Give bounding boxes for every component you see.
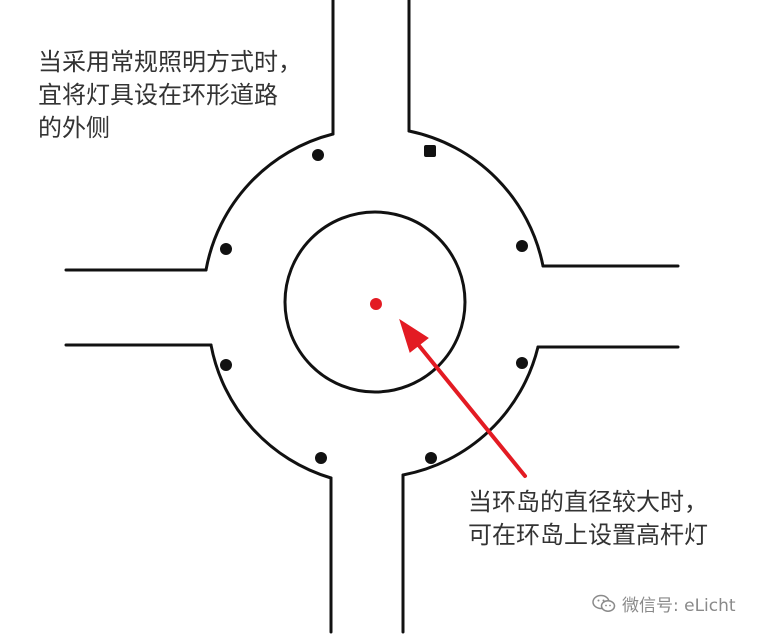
pointer-arrow (399, 318, 527, 478)
lamp-w-upper (220, 243, 232, 255)
lamp-nw (312, 149, 324, 161)
lamp-sw (315, 452, 327, 464)
note-line: 当环岛的直径较大时， (468, 488, 708, 516)
lamp-e-lower (516, 357, 528, 369)
lamp-w-lower (220, 359, 232, 371)
outer-ring-ne-arc (407, 129, 545, 268)
note-line: 宜将灯具设在环形道路 (38, 81, 278, 109)
outer-lighting-note: 当采用常规照明方式时， 宜将灯具设在环形道路 的外侧 (38, 46, 302, 145)
lamp-se (425, 452, 437, 464)
outer-ring-nw-arc (204, 132, 335, 272)
lamp-e-upper (516, 240, 528, 252)
lamp-ne (424, 145, 436, 157)
high-mast-light (370, 298, 382, 310)
note-line: 可在环岛上设置高杆灯 (468, 521, 708, 549)
watermark: 微信号: eLicht (592, 591, 736, 616)
note-line: 当采用常规照明方式时， (38, 48, 302, 76)
central-island (283, 210, 467, 394)
outer-ring-sw-arc (209, 343, 333, 480)
watermark-text: 微信号: eLicht (622, 596, 736, 616)
note-line: 的外侧 (38, 114, 110, 142)
high-mast-note: 当环岛的直径较大时， 可在环岛上设置高杆灯 (468, 486, 708, 552)
wechat-icon (592, 594, 616, 612)
